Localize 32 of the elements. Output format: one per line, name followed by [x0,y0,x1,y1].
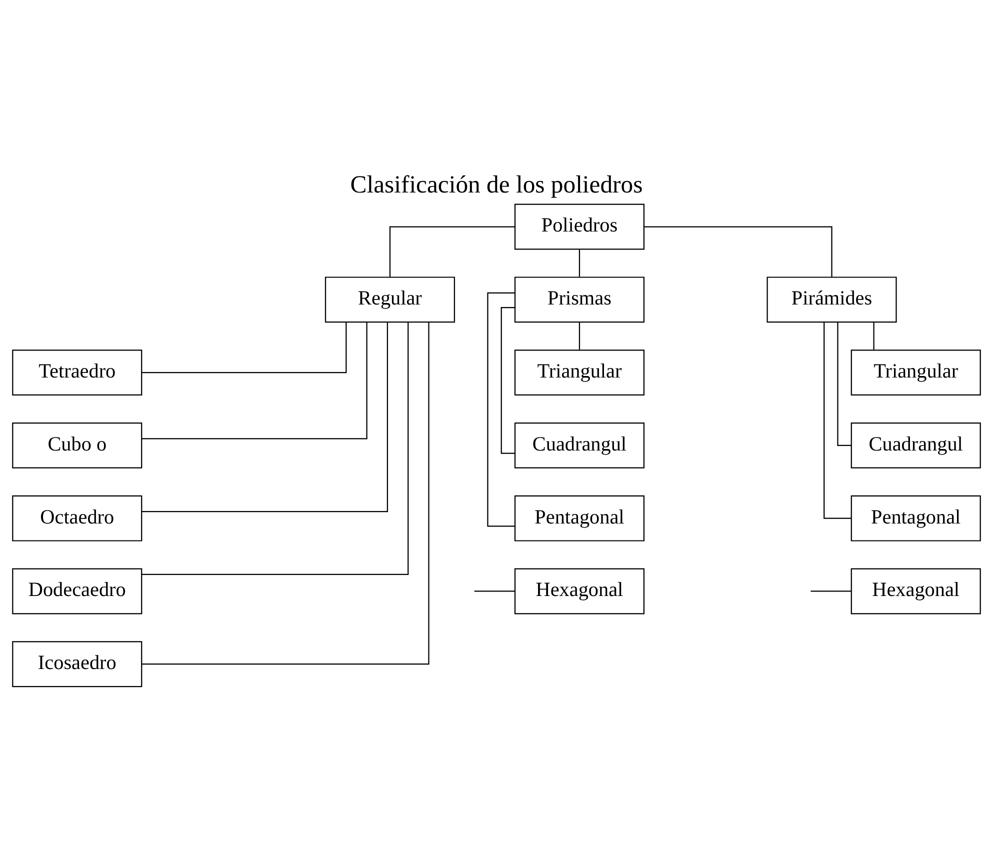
node-box: Prismas [514,276,644,322]
connector [487,292,515,526]
node-box: Triangular [850,349,981,396]
connector [142,322,347,373]
diagram-title: Clasificación de los poliedros [350,171,643,198]
node-box: Pirámides [766,276,897,322]
node-box: Triangular [514,349,644,396]
node-box: Cuadrangul [514,422,644,468]
connector [810,590,852,592]
connector [474,590,515,592]
node-box: Poliedros [514,203,644,250]
node-box: Pentagonal [514,494,644,541]
connector [873,322,874,350]
node-box: Pentagonal [850,494,981,541]
connector [142,322,409,574]
node-box: Icosaedro [12,640,142,687]
node-box: Octaedro [12,494,142,541]
connector [142,322,368,439]
node-box: Tetraedro [12,349,142,396]
node-box: Dodecaedro [12,568,142,614]
connector [142,322,430,664]
connector [644,226,832,277]
connector [578,322,580,350]
node-box: Cuadrangul [850,422,981,468]
node-box: Cubo o [12,422,142,468]
connector [578,248,580,276]
node-box: Hexagonal [850,568,981,614]
node-box: Hexagonal [514,568,644,614]
connector [824,322,852,518]
node-box: Regular [324,276,455,322]
connector [389,226,515,277]
connector [142,322,388,512]
